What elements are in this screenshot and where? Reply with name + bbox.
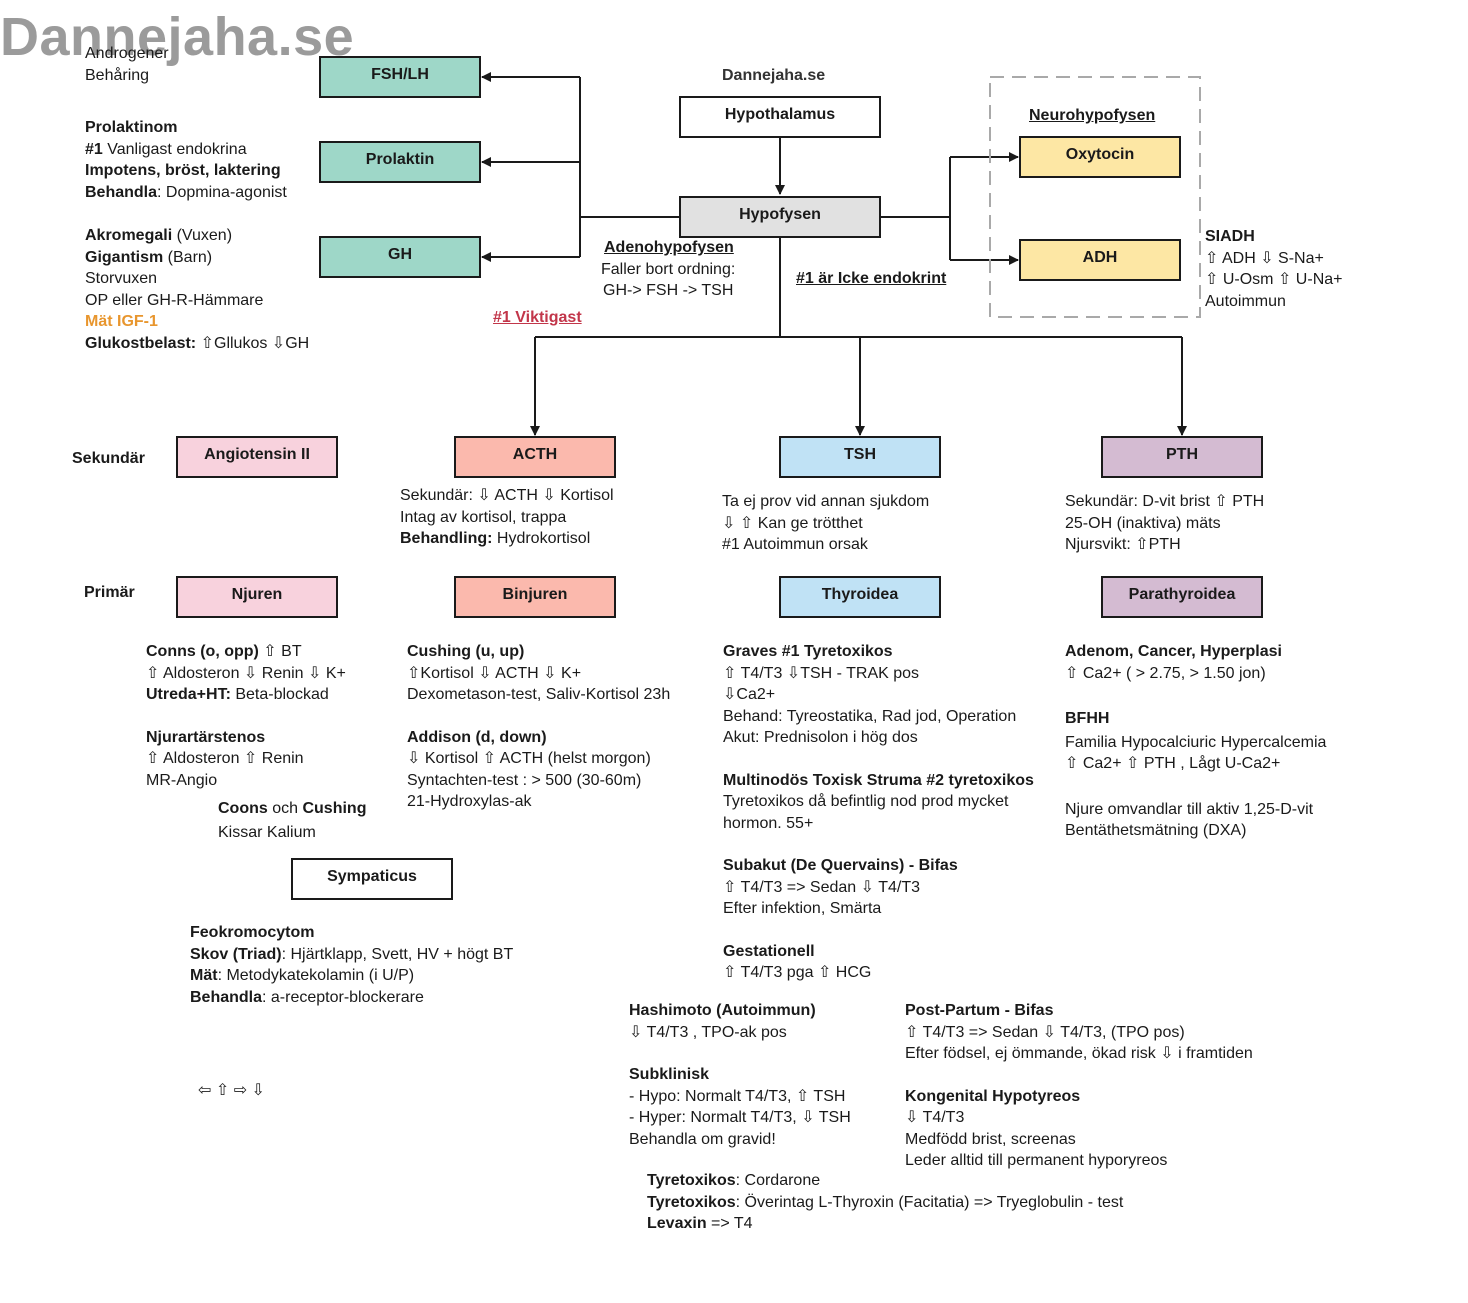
acth-notes: Sekundär: ⇩ ACTH ⇩ Kortisol Intag av kor… bbox=[400, 487, 614, 547]
watermark: Dannejaha.se bbox=[0, 7, 355, 67]
site-label: Dannejaha.se bbox=[722, 67, 826, 84]
mat-igf1: Mät IGF-1 bbox=[85, 313, 158, 330]
fshlh-box[interactable]: FSH/LH bbox=[319, 56, 481, 98]
faller-order: GH-> FSH -> TSH bbox=[603, 282, 734, 299]
thyroidea-box[interactable]: Thyroidea bbox=[779, 576, 941, 618]
adh-box[interactable]: ADH bbox=[1019, 239, 1181, 281]
behaaring-line: Behåring bbox=[85, 66, 150, 84]
oxytocin-box[interactable]: Oxytocin bbox=[1019, 136, 1181, 178]
gh-box[interactable]: GH bbox=[319, 236, 481, 278]
parathyroidea-notes: Adenom, Cancer, Hyperplasi ⇧ Ca2+ ( > 2.… bbox=[1065, 643, 1327, 839]
prolaktinom-line-2: #1 Vanligast endokrina bbox=[85, 140, 247, 158]
arrow-glyphs: ⇦ ⇧ ⇨ ⇩ bbox=[198, 1082, 265, 1099]
hypothalamus-box[interactable]: Hypothalamus bbox=[679, 96, 881, 138]
prolaktinom-notes: Prolaktinom #1 Vanligast endokrina Impot… bbox=[85, 117, 287, 203]
angiotensin-box[interactable]: Angiotensin II bbox=[176, 436, 338, 478]
androgen-notes: Androgener Behåring bbox=[85, 43, 169, 86]
njuren-notes: Conns (o, opp) ⇧ BT ⇧ Aldosteron ⇩ Renin… bbox=[146, 643, 346, 789]
njuren-box[interactable]: Njuren bbox=[176, 576, 338, 618]
icke-endokrint-label: #1 är Icke endokrint bbox=[796, 270, 947, 287]
hypofysen-box[interactable]: Hypofysen bbox=[679, 196, 881, 238]
akromegali-notes: Akromegali (Vuxen) Gigantism (Barn) Stor… bbox=[85, 227, 310, 352]
pth-notes: Sekundär: D-vit brist ⇧ PTH 25-OH (inakt… bbox=[1065, 493, 1265, 553]
androgen-line: Androgener bbox=[85, 45, 169, 62]
prolaktinom-line-4: Behandla: Dopmina-agonist bbox=[85, 183, 287, 201]
sympaticus-notes: Feokromocytom Skov (Triad): Hjärtklapp, … bbox=[190, 924, 514, 1006]
parathyroidea-box[interactable]: Parathyroidea bbox=[1101, 576, 1263, 618]
thyroidea-notes: Graves #1 Tyretoxikos ⇧ T4/T3 ⇩TSH - TRA… bbox=[723, 643, 1034, 981]
binjuren-notes: Cushing (u, up) ⇧Kortisol ⇩ ACTH ⇩ K+ De… bbox=[407, 643, 671, 810]
binjuren-box[interactable]: Binjuren bbox=[454, 576, 616, 618]
faller-label: Faller bort ordning: bbox=[601, 261, 736, 278]
neurohypofysen-label: Neurohypofysen bbox=[1029, 107, 1156, 124]
primar-label: Primär bbox=[84, 584, 135, 601]
acth-box[interactable]: ACTH bbox=[454, 436, 616, 478]
neurohypofysen-group bbox=[989, 76, 1201, 318]
prolaktin-box[interactable]: Prolaktin bbox=[319, 141, 481, 183]
siadh-notes: SIADH ⇧ ADH ⇩ S-Na+ ⇧ U-Osm ⇧ U-Na+ Auto… bbox=[1205, 228, 1343, 310]
hashimoto-notes: Hashimoto (Autoimmun) ⇩ T4/T3 , TPO-ak p… bbox=[629, 1002, 851, 1148]
adenohypofysen-label: Adenohypofysen bbox=[604, 239, 734, 256]
tsh-notes: Ta ej prov vid annan sjukdom ⇩ ⇧ Kan ge … bbox=[722, 493, 930, 553]
viktigast-label: #1 Viktigast bbox=[493, 309, 582, 326]
prolaktinom-title: Prolaktinom bbox=[85, 119, 178, 136]
sekundar-label: Sekundär bbox=[72, 450, 145, 467]
sympaticus-box[interactable]: Sympaticus bbox=[291, 858, 453, 900]
tsh-box[interactable]: TSH bbox=[779, 436, 941, 478]
coons-cushing-notes: Coons och Cushing Kissar Kalium bbox=[218, 800, 367, 841]
prolaktinom-line-3: Impotens, bröst, laktering bbox=[85, 162, 281, 179]
postpartum-notes: Post-Partum - Bifas ⇧ T4/T3 => Sedan ⇩ T… bbox=[905, 1002, 1253, 1169]
tyretoxikos-notes: Tyretoxikos: Cordarone Tyretoxikos: Över… bbox=[647, 1172, 1124, 1232]
pth-box[interactable]: PTH bbox=[1101, 436, 1263, 478]
